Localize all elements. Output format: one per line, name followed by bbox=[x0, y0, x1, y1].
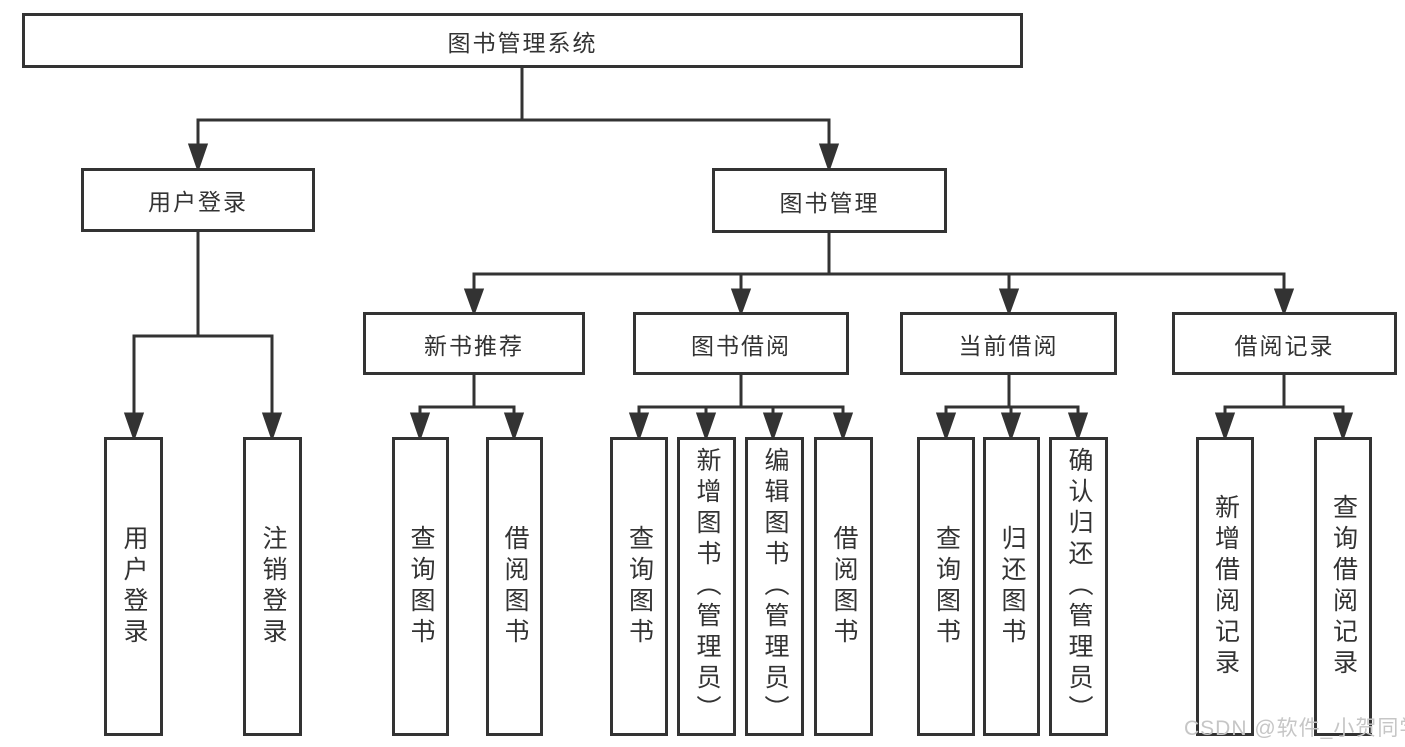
leaf-borrow-books-2: 借阅图书 bbox=[814, 437, 873, 736]
connector-current-to-leaves bbox=[935, 375, 1089, 442]
connector-book-mgmt-to-level3 bbox=[463, 233, 1295, 317]
leaf-query-books-2: 查询图书 bbox=[610, 437, 668, 736]
node-label: 当前借阅 bbox=[958, 332, 1059, 359]
leaf-user-login: 用户登录 bbox=[104, 437, 163, 736]
node-label: 查询借阅记录 bbox=[1329, 493, 1358, 680]
node-label: 图书管理 bbox=[779, 189, 880, 216]
connector-new-books-to-leaves bbox=[409, 375, 525, 442]
connector-borrowing-to-leaves bbox=[628, 375, 854, 442]
node-label: 图书管理系统 bbox=[447, 29, 598, 56]
node-book-borrowing: 图书借阅 bbox=[633, 312, 849, 375]
node-label: 新增借阅记录 bbox=[1211, 493, 1240, 680]
node-book-management: 图书管理 bbox=[712, 168, 947, 233]
connector-root-to-level2 bbox=[187, 68, 840, 173]
node-label: 用户登录 bbox=[148, 189, 248, 215]
leaf-query-borrow-record: 查询借阅记录 bbox=[1314, 437, 1372, 736]
leaf-borrow-books-1: 借阅图书 bbox=[486, 437, 543, 736]
connector-records-to-leaves bbox=[1214, 375, 1354, 442]
node-new-book-recommendation: 新书推荐 bbox=[363, 312, 585, 375]
node-label: 查询图书 bbox=[407, 524, 435, 649]
node-label: 注销登录 bbox=[259, 524, 287, 649]
leaf-add-borrow-record: 新增借阅记录 bbox=[1196, 437, 1254, 736]
node-label: 新书推荐 bbox=[424, 332, 524, 359]
node-library-management-system: 图书管理系统 bbox=[22, 13, 1023, 68]
leaf-query-books-3: 查询图书 bbox=[917, 437, 975, 736]
node-label: 查询图书 bbox=[932, 524, 961, 649]
node-label: 图书借阅 bbox=[691, 332, 791, 359]
node-label: 借阅记录 bbox=[1234, 332, 1335, 359]
csdn-watermark: CSDN @软件_小贺同学 bbox=[1184, 717, 1405, 740]
connector-user-login-to-leaves bbox=[123, 232, 283, 442]
node-label: 借阅图书 bbox=[830, 524, 858, 649]
node-label: 借阅图书 bbox=[501, 524, 529, 649]
node-label: 用户登录 bbox=[120, 524, 148, 649]
leaf-add-books-admin: 新增图书（管理员） bbox=[677, 437, 736, 736]
node-label: 查询图书 bbox=[625, 524, 654, 649]
node-current-borrowing: 当前借阅 bbox=[900, 312, 1117, 375]
leaf-query-books-1: 查询图书 bbox=[392, 437, 449, 736]
leaf-logout: 注销登录 bbox=[243, 437, 302, 736]
node-label: 编辑图书（管理员） bbox=[761, 447, 789, 726]
leaf-edit-books-admin: 编辑图书（管理员） bbox=[745, 437, 804, 736]
leaf-confirm-return-admin: 确认归还（管理员） bbox=[1049, 437, 1108, 736]
node-borrowing-records: 借阅记录 bbox=[1172, 312, 1397, 375]
node-label: 归还图书 bbox=[998, 524, 1026, 649]
node-user-login: 用户登录 bbox=[81, 168, 315, 232]
leaf-return-books: 归还图书 bbox=[983, 437, 1040, 736]
node-label: 确认归还（管理员） bbox=[1065, 447, 1093, 726]
node-label: 新增图书（管理员） bbox=[693, 447, 721, 726]
